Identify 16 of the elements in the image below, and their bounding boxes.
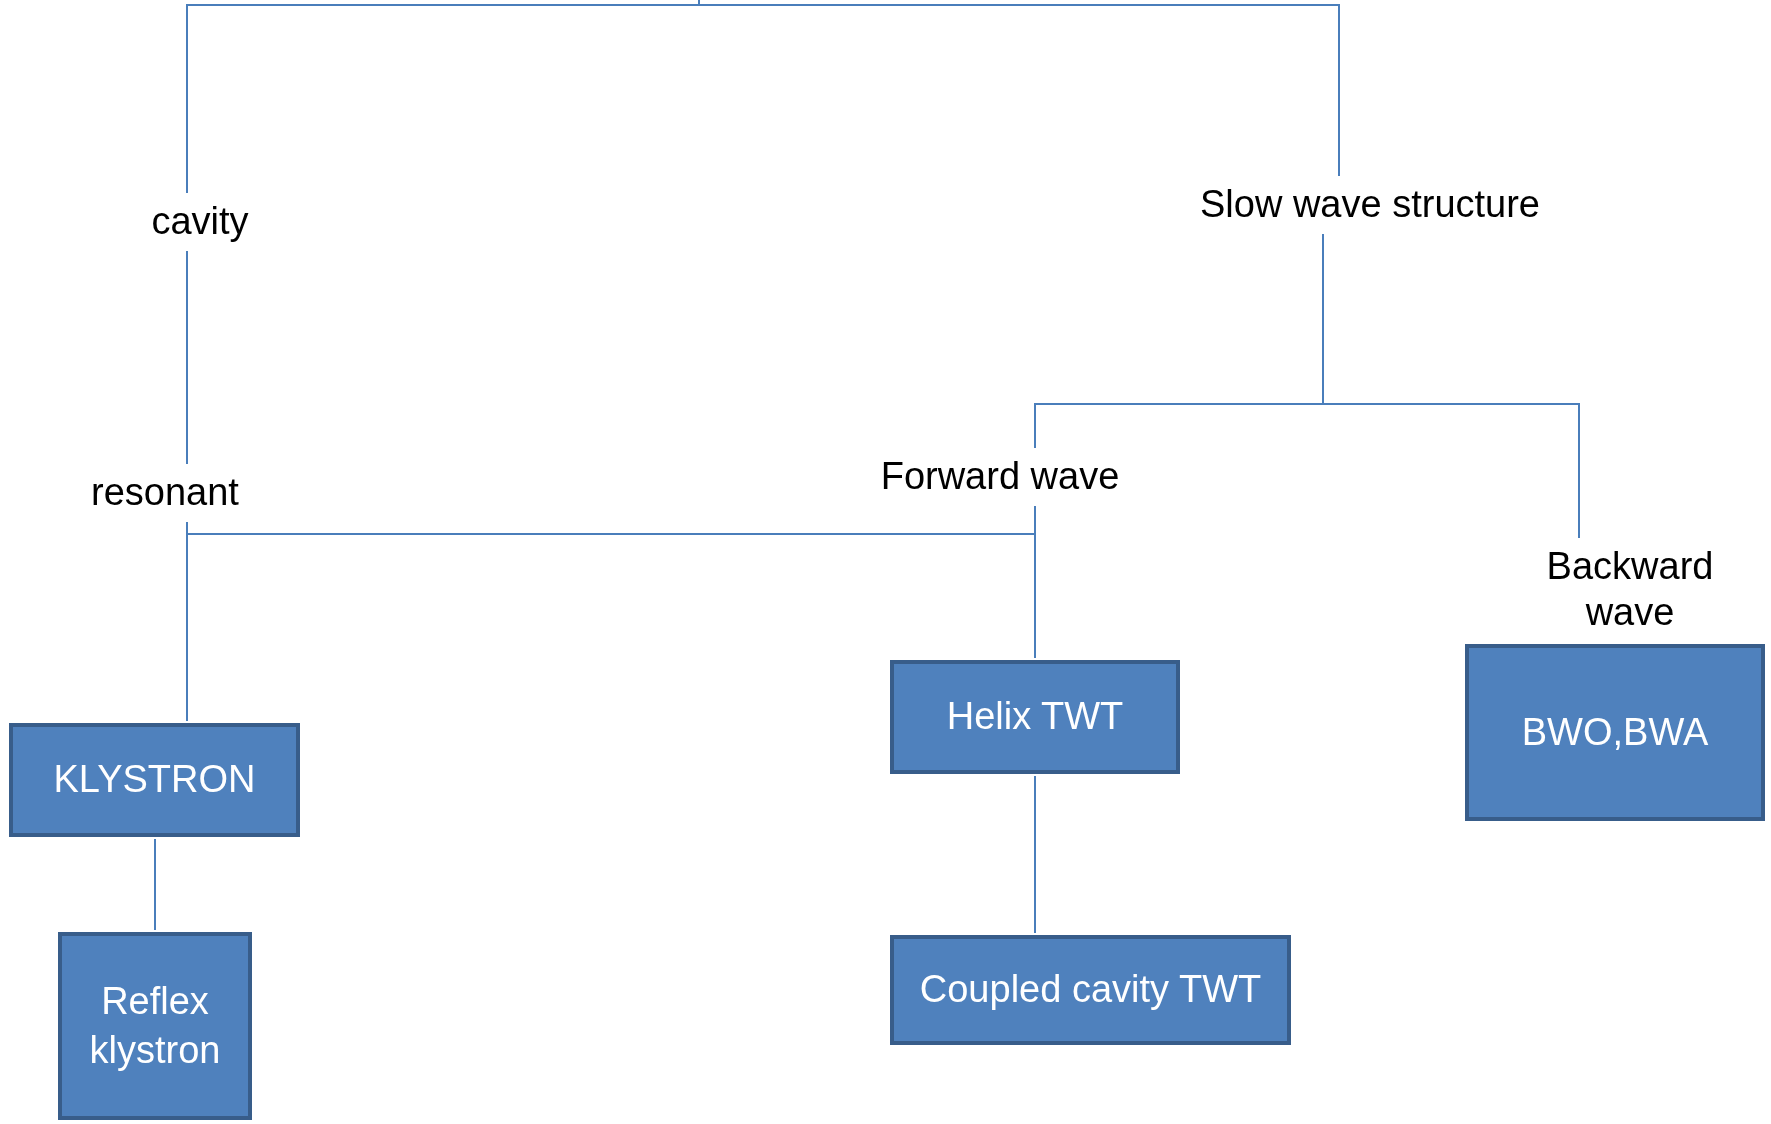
connector-line <box>698 0 1340 177</box>
category-label: Slow wave structure <box>1200 182 1540 228</box>
category-label: cavity <box>151 199 249 245</box>
process-box: BWO,BWA <box>1465 644 1765 821</box>
connector-line <box>186 250 188 465</box>
category-label: Forward wave <box>880 454 1120 500</box>
connector-line <box>154 838 156 931</box>
connector-line <box>1034 505 1036 659</box>
process-box: Helix TWT <box>890 660 1180 774</box>
process-box: Coupled cavity TWT <box>890 935 1291 1045</box>
connector-line <box>1034 775 1036 934</box>
category-label: Backward wave <box>1545 544 1715 635</box>
category-label: resonant <box>91 470 239 516</box>
connector-line <box>1322 233 1580 539</box>
process-box: Reflex klystron <box>58 932 252 1120</box>
process-box: KLYSTRON <box>9 723 300 837</box>
